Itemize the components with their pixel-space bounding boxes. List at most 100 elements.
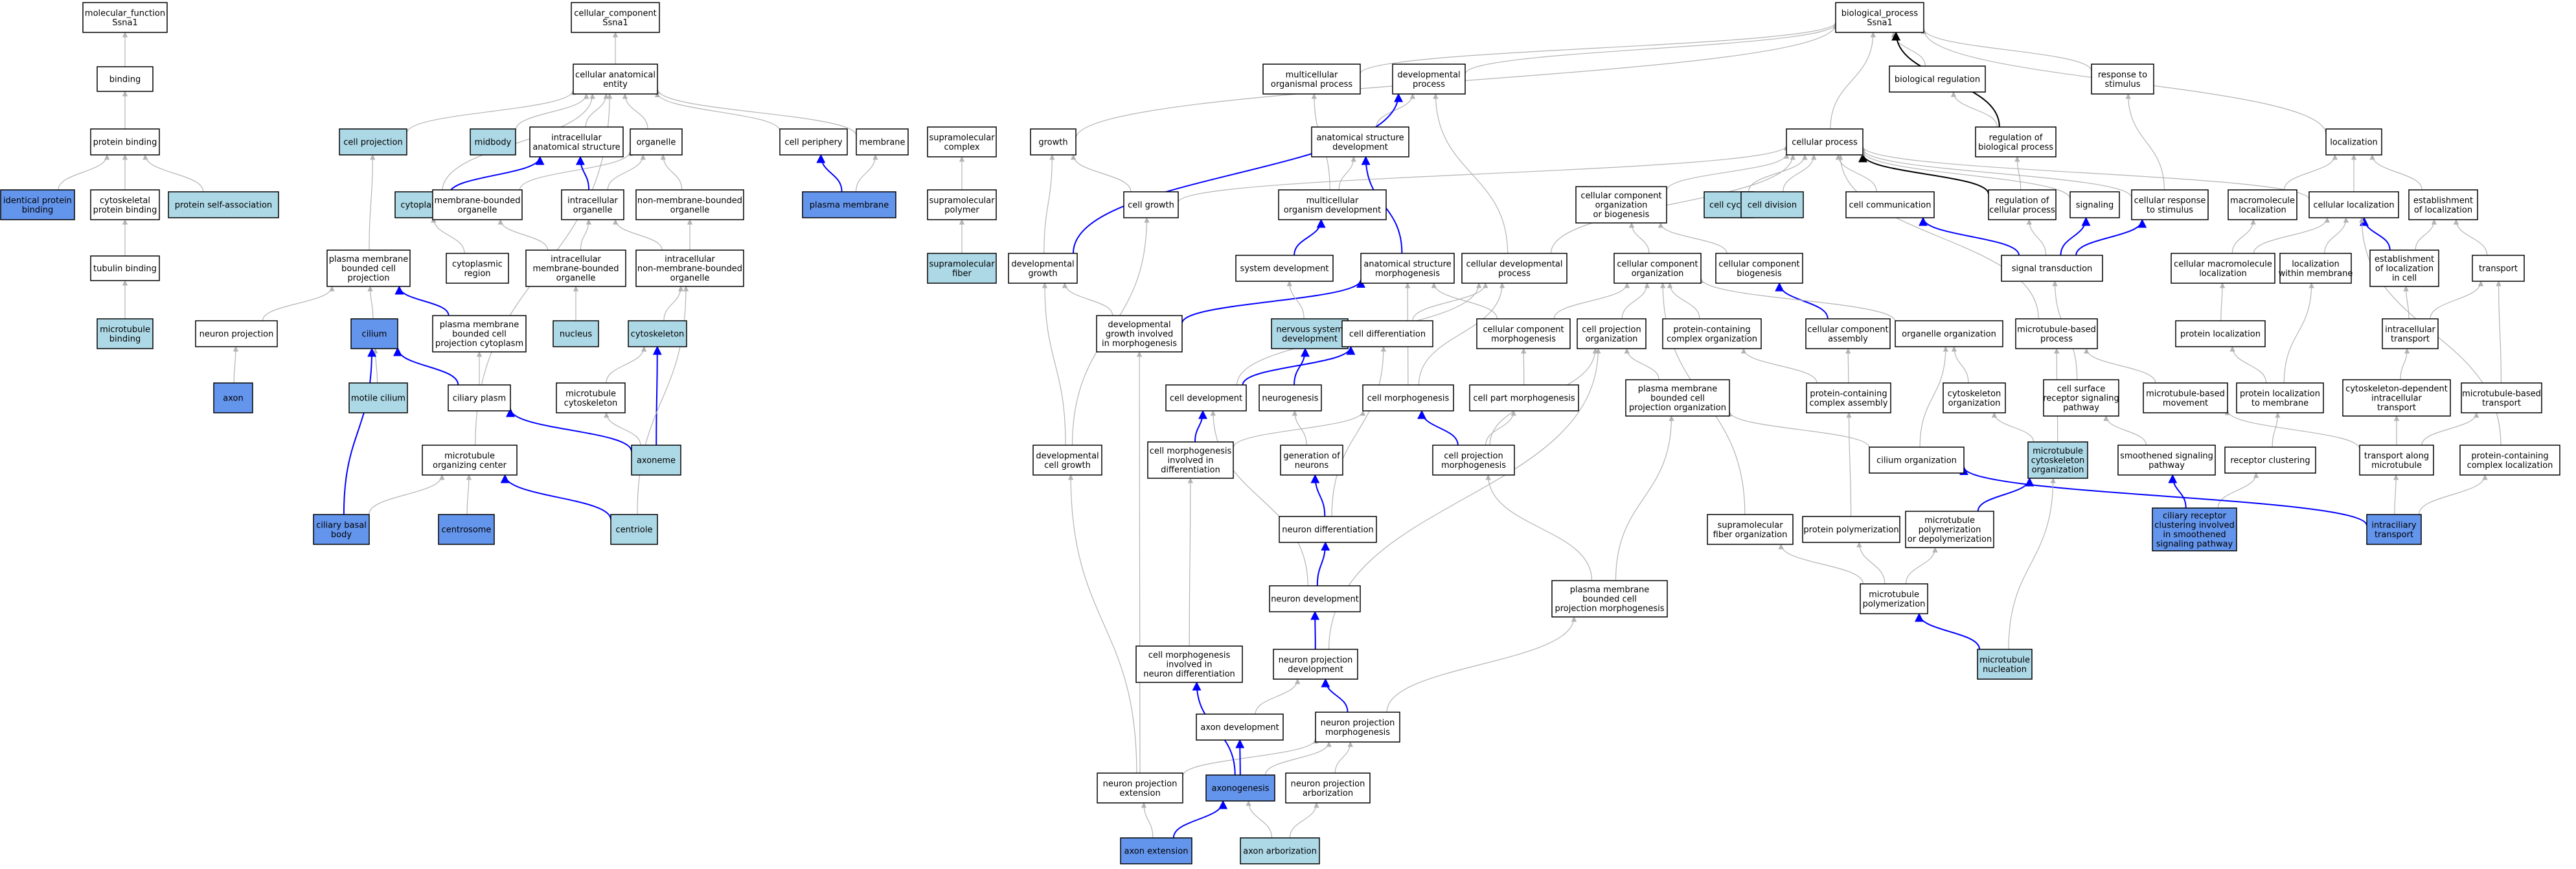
node-cellmorph[interactable]: cell morphogenesis xyxy=(1362,384,1454,411)
node-cellcomm[interactable]: cell communication xyxy=(1845,191,1935,218)
node-selfassoc[interactable]: protein self-association xyxy=(168,191,279,218)
node-binding[interactable]: binding xyxy=(97,66,154,92)
node-cellpartmorph[interactable]: cell part morphogenesis xyxy=(1469,384,1579,411)
node-plasmamem[interactable]: plasma membrane xyxy=(802,191,896,218)
node-bioreg[interactable]: biological regulation xyxy=(1889,65,1986,93)
node-cellproc[interactable]: cellular process xyxy=(1786,128,1864,156)
node-axonogenesis[interactable]: axonogenesis xyxy=(1205,774,1275,802)
node-neurogenesis[interactable]: neurogenesis xyxy=(1259,384,1322,411)
node-axon[interactable]: axon xyxy=(213,382,253,413)
node-axondev[interactable]: axon development xyxy=(1196,713,1284,741)
node-axonext[interactable]: axon extension xyxy=(1120,837,1192,864)
node-neuronproj[interactable]: neuron projection xyxy=(195,320,278,347)
node-membrane[interactable]: membrane xyxy=(856,128,909,156)
node-cellloc[interactable]: cellular localization xyxy=(2308,191,2399,218)
node-nucleus[interactable]: nucleus xyxy=(553,320,599,347)
node-sysdev[interactable]: system development xyxy=(1235,255,1334,282)
node-neurondev[interactable]: neuron development xyxy=(1269,585,1361,612)
node-protloc[interactable]: protein localization xyxy=(2175,320,2266,347)
node-centriole[interactable]: centriole xyxy=(610,514,658,545)
node-organelle[interactable]: organelle xyxy=(630,128,683,156)
node-celldiff[interactable]: cell differentiation xyxy=(1341,320,1433,347)
node-axoneme[interactable]: axoneme xyxy=(631,445,681,476)
node-cilium[interactable]: cilium xyxy=(350,318,398,349)
node-signaling[interactable]: signaling xyxy=(2069,191,2120,218)
node-ciliumorg[interactable]: cilium organization xyxy=(1869,446,1965,474)
node-cytoskeldeptrans[interactable]: cytoskeleton-dependentintracellulartrans… xyxy=(2342,379,2451,417)
node-celldiv[interactable]: cell division xyxy=(1740,191,1804,218)
node-protbind[interactable]: protein binding xyxy=(90,128,160,156)
node-intranonmemb[interactable]: intracellularnon-membrane-boundedorganel… xyxy=(635,249,744,287)
node-growth[interactable]: growth xyxy=(1030,128,1077,156)
node-transport[interactable]: transport xyxy=(2472,255,2525,282)
node-tubbind[interactable]: tubulin binding xyxy=(90,255,160,281)
node-motilecilium[interactable]: motile cilium xyxy=(348,382,408,413)
node-protpoly[interactable]: protein polymerization xyxy=(1802,516,1900,543)
node-midbody[interactable]: midbody xyxy=(470,128,516,156)
node-neurondiff[interactable]: neuron differentiation xyxy=(1279,516,1377,543)
node-localization[interactable]: localization xyxy=(2325,128,2382,156)
node-cellperiph[interactable]: cell periphery xyxy=(779,128,848,156)
node-axonarbor[interactable]: axon arborization xyxy=(1240,837,1320,864)
node-sigtrans[interactable]: signal transduction xyxy=(2001,255,2103,282)
node-recclust[interactable]: receptor clustering xyxy=(2224,446,2316,474)
